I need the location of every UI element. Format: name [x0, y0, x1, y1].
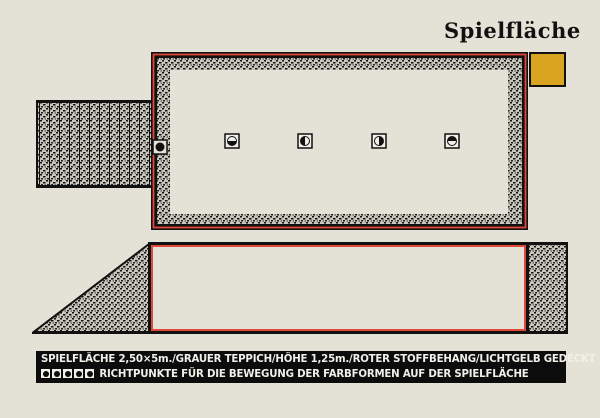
- marker-half-right-icon: [371, 133, 387, 149]
- yellow-light-square: [529, 52, 566, 87]
- symbol-icon: [63, 369, 72, 378]
- symbol-icon: [41, 369, 50, 378]
- legend-line-2-text: RICHTPUNKTE FÜR DIE BEWEGUNG DER FARBFOR…: [99, 369, 529, 380]
- marker-half-bottom-icon: [224, 133, 240, 149]
- legend-line-1: SPIELFLÄCHE 2,50×5m./GRAUER TEPPICH/HÖHE…: [41, 354, 596, 365]
- stage-elevation: [32, 242, 568, 334]
- legend-line-2: RICHTPUNKTE FÜR DIE BEWEGUNG DER FARBFOR…: [41, 367, 566, 382]
- page-title: Spielfläche: [444, 18, 581, 43]
- symbol-icon: [74, 369, 83, 378]
- marker-half-left-icon: [297, 133, 313, 149]
- symbol-icon: [52, 369, 61, 378]
- direction-markers: [224, 133, 460, 149]
- stage-plan-top: [151, 52, 528, 230]
- stairs: [36, 100, 154, 188]
- legend-bar: SPIELFLÄCHE 2,50×5m./GRAUER TEPPICH/HÖHE…: [36, 351, 596, 383]
- symbol-icon: [85, 369, 94, 378]
- marker-half-top-icon: [444, 133, 460, 149]
